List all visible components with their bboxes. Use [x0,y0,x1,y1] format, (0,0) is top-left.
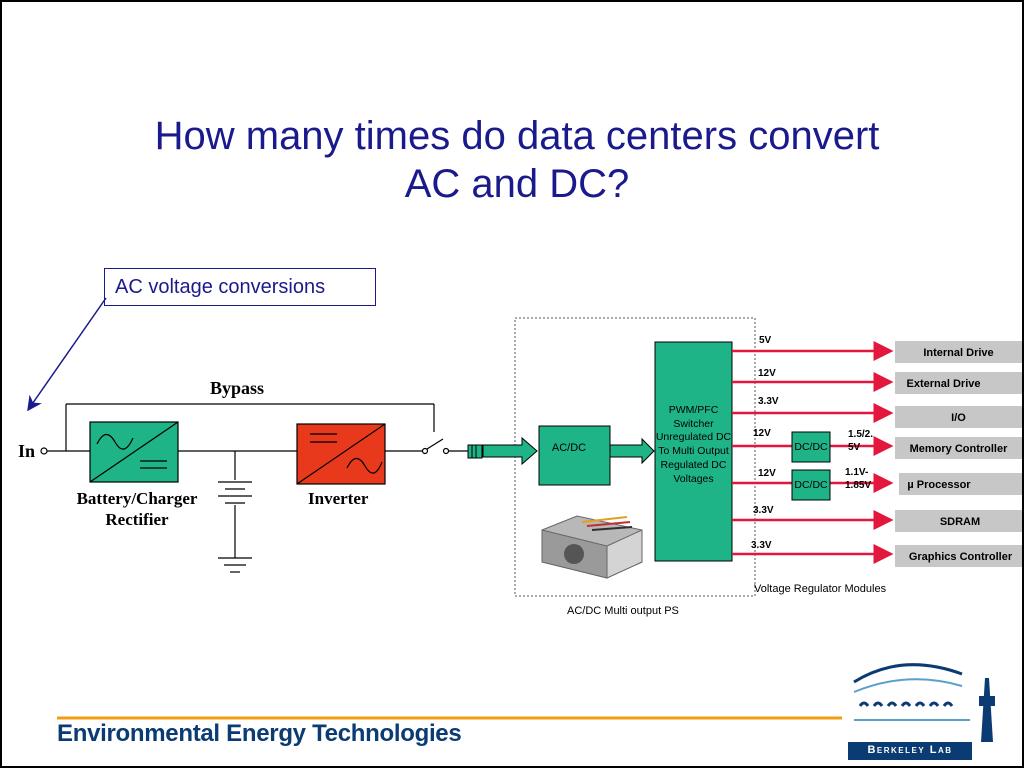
plug-icon [467,444,483,459]
dcdc-label-2: DC/DC [794,479,828,491]
arrow-into-pwm [609,437,655,465]
load-io: I/O [951,412,966,424]
load-sdram: SDRAM [939,516,981,528]
inverter-label: Inverter [308,489,369,508]
pwm-line: Regulated DC [660,458,727,471]
load-graphics-controller: Graphics Controller [908,551,1013,563]
logo-text: Berkeley Lab [867,744,953,756]
pwm-block [654,341,733,562]
dcdc-block-1 [791,431,831,463]
title-line-2: AC and DC? [404,162,630,206]
voltage-rails [732,341,894,564]
slide-title: How many times do data centers convert A… [62,112,972,208]
dcdc-output-label-1: 1.5/2. 5V [848,428,873,454]
dcdc-output-line: 1.1V- [845,467,869,478]
title-line-1: How many times do data centers convert [154,114,880,158]
rail-label: 3.3V [753,505,774,516]
rail-label: 3.3V [751,540,772,551]
bypass-label: Bypass [210,378,265,398]
dcdc-block-2 [791,469,831,501]
rectifier-label-line-2: Rectifier [105,510,169,529]
inverter-block [296,423,386,485]
dcdc-output-line: 5V [848,442,861,453]
rectifier-label-line-1: Battery/Charger [76,489,198,508]
rail-label: 12V [758,468,776,479]
pwm-line: To Multi Output [658,445,729,458]
pwm-line: Switcher [673,417,714,430]
pwm-line: PWM/PFC [668,404,719,416]
rail-label: 12V [753,428,771,439]
dcdc-label-1: DC/DC [794,441,828,453]
callout-arrow [27,297,107,412]
ups-circuit [40,403,468,573]
berkeley-lab-logo [848,663,995,760]
pwm-line: Unregulated DC [655,431,732,444]
footer-org-name: Environmental Energy Technologies [57,720,462,747]
power-supply-photo [541,515,643,579]
load-memory-controller: Memory Controller [909,443,1008,455]
callout-box: AC voltage conversions [104,268,376,306]
load-external-drive: External Drive [906,378,981,390]
pwm-line: Voltages [673,472,714,485]
arrow-into-acdc [482,436,538,466]
acdc-block [538,425,611,486]
vrm-caption: Voltage Regulator Modules [754,583,887,595]
load-internal-drive: Internal Drive [923,347,994,359]
dcdc-output-line: 1.5/2. [848,429,874,440]
input-terminal [40,447,48,455]
rail-label: 3.3V [758,396,779,407]
input-label: In [18,441,36,461]
dcdc-output-label-2: 1.1V- 1.85V [845,466,871,492]
rectifier-block [89,421,179,483]
battery-icon [218,481,252,504]
rail-label: 12V [758,368,776,379]
rectifier-label: Battery/Charger Rectifier [62,488,212,530]
load-boxes [895,341,1022,567]
pwm-label: PWM/PFC Switcher Unregulated DC To Multi… [652,404,735,486]
dcdc-output-line: 1.85V [845,480,872,491]
load-processor: µ Processor [907,479,971,491]
psu-caption: AC/DC Multi output PS [567,605,679,617]
acdc-label: AC/DC [551,442,587,454]
ground-icon [218,557,252,573]
output-switch [426,438,444,450]
rail-label: 5V [759,335,772,346]
